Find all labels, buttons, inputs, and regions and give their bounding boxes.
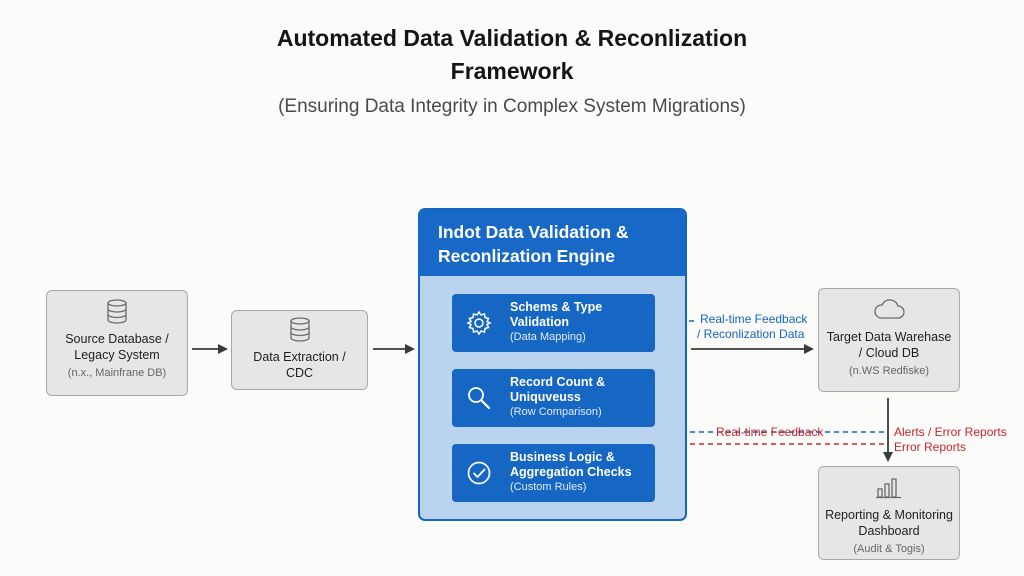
business-logic-card: Business Logic & Aggregation Checks (Cus…	[452, 444, 655, 502]
reporting-dashboard-box: Reporting & Monitoring Dashboard (Audit …	[818, 466, 960, 560]
record-title-1: Record Count &	[510, 375, 606, 389]
feedback-top-label-2: / Reconlization Data	[697, 327, 805, 341]
business-note: (Custom Rules)	[510, 481, 587, 493]
reporting-label-2: Dashboard	[858, 524, 920, 538]
feedback-mid-label: Real-time Feedback	[716, 425, 824, 439]
alerts-label-1: Alerts / Error Reports	[894, 425, 1007, 439]
reporting-note: (Audit & Togis)	[853, 543, 925, 555]
diagram-subtitle: (Ensuring Data Integrity in Complex Syst…	[278, 96, 746, 117]
schema-validation-card: Schems & Type Validation (Data Mapping)	[452, 294, 655, 352]
target-label-2: / Cloud DB	[858, 346, 920, 360]
alerts-label-2: Error Reports	[894, 440, 967, 454]
data-extraction-box: Data Extraction / CDC	[231, 310, 368, 390]
diagram-title: Automated Data Validation & Reconlizatio…	[0, 22, 1024, 88]
search-icon	[468, 387, 491, 410]
engine-title-line-1: Indot Data Validation &	[438, 222, 629, 242]
business-title-1: Business Logic &	[510, 450, 615, 464]
business-title-2: Aggregation Checks	[510, 465, 632, 479]
engine-title-line-2: Reconlization Engine	[438, 246, 615, 266]
check-circle-icon	[467, 461, 491, 485]
target-label-1: Target Data Warehase	[826, 330, 952, 344]
schema-title-2: Validation	[510, 315, 570, 329]
database-icon	[107, 299, 127, 324]
source-label-2: Legacy System	[74, 348, 160, 362]
validation-engine: Indot Data Validation & Reconlization En…	[418, 208, 687, 521]
title-line-2: Framework	[450, 58, 574, 84]
database-icon	[289, 317, 310, 342]
source-database-box: Source Database / Legacy System (n.x., M…	[46, 290, 188, 396]
schema-title-1: Schems & Type	[510, 300, 603, 314]
reporting-label-1: Reporting & Monitoring	[825, 508, 953, 522]
title-line-1: Automated Data Validation & Reconlizatio…	[276, 25, 748, 51]
extraction-label-1: Data Extraction /	[253, 350, 346, 364]
source-note: (n.x., Mainfrane DB)	[67, 367, 167, 379]
bar-chart-icon	[876, 478, 901, 499]
engine-header: Indot Data Validation & Reconlization En…	[420, 210, 685, 276]
extraction-label-2: CDC	[285, 366, 314, 380]
cloud-icon	[874, 299, 905, 319]
source-label-1: Source Database /	[65, 332, 169, 346]
gear-icon	[466, 310, 492, 336]
record-title-2: Uniquveuss	[510, 390, 581, 404]
record-count-card: Record Count & Uniquveuss (Row Compariso…	[452, 369, 655, 427]
target-note: (n.WS Redfiske)	[848, 365, 930, 377]
feedback-top-label-1: Real-time Feedback	[700, 312, 808, 326]
target-warehouse-box: Target Data Warehase / Cloud DB (n.WS Re…	[818, 288, 960, 392]
record-note: (Row Comparison)	[510, 406, 602, 418]
schema-note: (Data Mapping)	[510, 331, 586, 343]
